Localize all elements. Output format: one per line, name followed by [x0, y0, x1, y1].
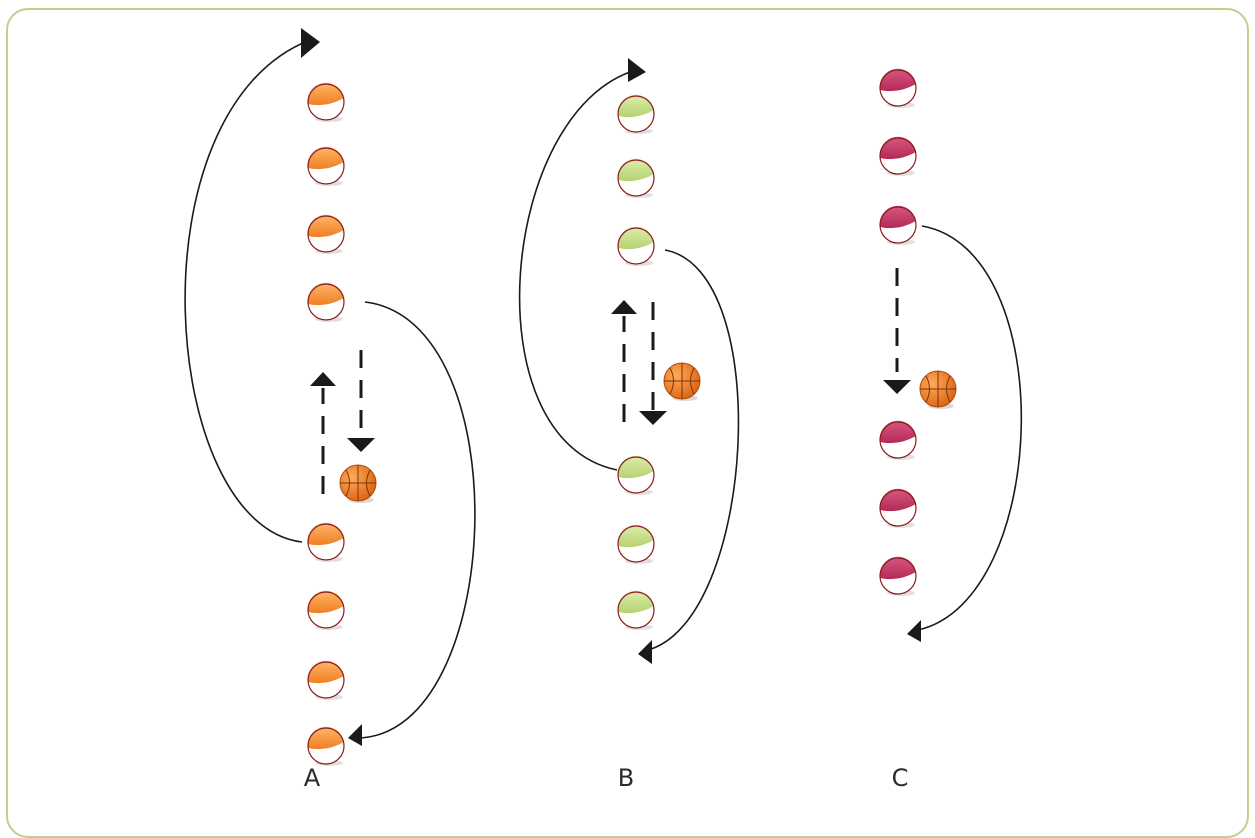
balls-layer [339, 362, 957, 503]
arrow-head-icon [310, 372, 336, 386]
arrow-head-icon [883, 380, 911, 394]
column-b-paths [518, 69, 740, 651]
arrow-head-icon [301, 28, 320, 58]
player-marker-icon [879, 556, 917, 596]
arrow-head-icon [638, 640, 652, 664]
players-layer [307, 68, 917, 766]
player-marker-icon [307, 660, 345, 700]
player-marker-icon [617, 94, 655, 134]
arrow-head-icon [348, 724, 362, 746]
arrow-head-icon [628, 58, 646, 82]
player-marker-icon [879, 420, 917, 460]
arrow-head-icon [907, 620, 921, 642]
basketball-icon [339, 464, 377, 503]
player-marker-icon [307, 590, 345, 630]
drill-diagram [184, 28, 1023, 766]
player-marker-icon [307, 282, 345, 322]
curve-arrow-a-left [184, 39, 311, 543]
curve-arrow-c-right [917, 225, 1023, 631]
player-marker-icon [307, 522, 345, 562]
basketball-icon [919, 370, 957, 409]
column-label-b: B [617, 764, 635, 792]
player-marker-icon [617, 226, 655, 266]
curve-arrow-b-right [647, 249, 740, 651]
player-marker-icon [617, 524, 655, 564]
player-marker-icon [879, 205, 917, 245]
arrow-head-icon [611, 300, 637, 314]
curve-arrow-b-left [518, 69, 637, 471]
player-marker-icon [307, 726, 345, 766]
player-marker-icon [879, 488, 917, 528]
player-marker-icon [879, 68, 917, 108]
basketball-icon [663, 362, 701, 401]
player-marker-icon [879, 136, 917, 176]
player-marker-icon [617, 590, 655, 630]
player-marker-icon [617, 455, 655, 495]
column-label-a: A [303, 764, 321, 792]
column-c-paths [895, 225, 1023, 631]
column-label-c: C [891, 764, 909, 792]
player-marker-icon [307, 214, 345, 254]
player-marker-icon [617, 158, 655, 198]
arrow-head-icon [639, 411, 667, 425]
player-marker-icon [307, 82, 345, 122]
player-marker-icon [307, 146, 345, 186]
arrow-head-icon [347, 438, 375, 452]
curve-arrow-a-right [357, 301, 476, 739]
column-a-paths [184, 39, 476, 739]
